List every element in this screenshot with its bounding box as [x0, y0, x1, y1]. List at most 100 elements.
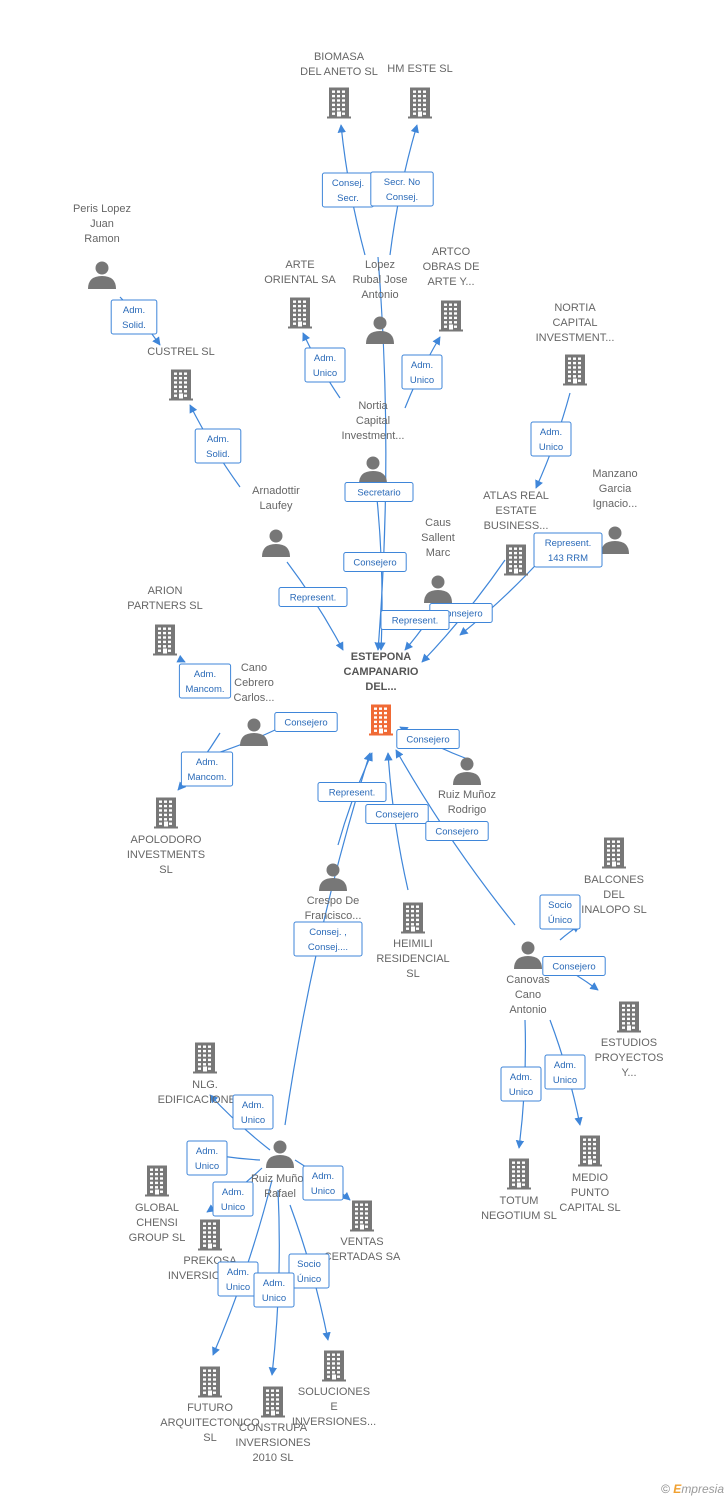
relation-label-rafael-futuro[interactable]: Adm.Unico — [217, 1261, 259, 1297]
relation-label-lopez-consejero[interactable]: Consejero — [343, 552, 407, 572]
relation-label-caus-represent[interactable]: Represent. — [380, 610, 450, 630]
node-label[interactable]: Nortia — [358, 400, 388, 412]
node-label[interactable]: BUSINESS... — [484, 520, 549, 532]
node-label[interactable]: CUSTREL SL — [147, 346, 214, 358]
relation-label-cano-consejero[interactable]: Consejero — [274, 712, 338, 732]
relation-label-rafael-global[interactable]: Adm.Unico — [186, 1140, 228, 1176]
building-icon[interactable] — [145, 1165, 169, 1197]
building-icon[interactable] — [602, 837, 626, 869]
relation-label-manzano-atlas[interactable]: Represent.143 RRM — [533, 532, 603, 568]
relation-label-cano-arion[interactable]: Adm.Mancom. — [178, 663, 232, 699]
node-label[interactable]: INVERSIONES... — [292, 1416, 376, 1428]
building-icon[interactable] — [563, 354, 587, 386]
relation-label-nortiainv-atlas[interactable]: Adm.Unico — [530, 421, 572, 457]
node-label[interactable]: Y... — [621, 1067, 636, 1079]
relation-label-rodrigo-consejero[interactable]: Consejero — [396, 729, 460, 749]
node-construpa[interactable]: CONSTRUPA INVERSIONES 2010 SL — [235, 1386, 311, 1465]
node-label[interactable]: ARTCO — [432, 246, 471, 258]
relation-label-rafael-ventas[interactable]: Adm.Unico — [302, 1165, 344, 1201]
node-label[interactable]: BALCONES — [584, 874, 644, 886]
person-icon[interactable] — [319, 863, 347, 892]
node-label[interactable]: Rubal Jose — [352, 274, 407, 286]
node-label[interactable]: 2010 SL — [253, 1452, 294, 1464]
node-label[interactable]: SL — [203, 1432, 216, 1444]
node-label[interactable]: Antonio — [361, 289, 398, 301]
node-label[interactable]: Cebrero — [234, 677, 274, 689]
building-icon[interactable] — [408, 87, 432, 119]
node-label[interactable]: DEL ANETO SL — [300, 66, 378, 78]
building-icon[interactable] — [153, 624, 177, 656]
node-label[interactable]: Carlos... — [234, 692, 275, 704]
node-label[interactable]: Garcia — [599, 483, 632, 495]
node-label[interactable]: Cano — [515, 989, 541, 1001]
node-label[interactable]: PARTNERS SL — [127, 600, 202, 612]
node-label[interactable]: Caus — [425, 517, 451, 529]
building-icon[interactable] — [154, 797, 178, 829]
node-label[interactable]: MEDIO — [572, 1172, 609, 1184]
node-label[interactable]: INVERSIONES — [235, 1437, 310, 1449]
node-label[interactable]: CHENSI — [136, 1217, 178, 1229]
node-label[interactable]: ARTE Y... — [427, 276, 474, 288]
node-label[interactable]: RESIDENCIAL — [376, 953, 449, 965]
node-label[interactable]: GROUP SL — [129, 1232, 186, 1244]
building-icon[interactable] — [198, 1219, 222, 1251]
person-icon[interactable] — [262, 529, 290, 558]
relation-label-rafael-consej[interactable]: Consej. ,Consej.... — [293, 921, 363, 957]
person-icon[interactable] — [424, 575, 452, 604]
node-estepona[interactable]: ESTEPONACAMPANARIODEL... — [344, 651, 419, 736]
node-label[interactable]: Laufey — [259, 500, 293, 512]
relation-label-lopez-biomasa[interactable]: Consej.Secr. — [321, 172, 375, 208]
node-label[interactable]: NLG. — [192, 1079, 218, 1091]
relation-label-canovas-consejero[interactable]: Consejero — [425, 821, 489, 841]
node-label[interactable]: TOTUM — [500, 1195, 539, 1207]
node-nlg[interactable]: NLG.EDIFICACIONES... — [158, 1042, 253, 1107]
relation-label-nortia-arte[interactable]: Adm.Unico — [304, 347, 346, 383]
building-icon[interactable] — [193, 1042, 217, 1074]
person-icon[interactable] — [359, 456, 387, 485]
building-icon[interactable] — [198, 1366, 222, 1398]
node-label[interactable]: ARION — [148, 585, 183, 597]
relation-label-crespo-represent[interactable]: Represent. — [317, 782, 387, 802]
node-label[interactable]: INALOPO SL — [581, 904, 646, 916]
person-icon[interactable] — [453, 757, 481, 786]
node-label[interactable]: Francisco... — [305, 910, 362, 922]
building-icon[interactable] — [401, 902, 425, 934]
node-label[interactable]: APOLODORO — [131, 834, 202, 846]
node-label[interactable]: Crespo De — [307, 895, 360, 907]
node-crespo[interactable]: Crespo De Francisco... — [305, 863, 362, 923]
node-label[interactable]: ESTATE — [495, 505, 536, 517]
building-icon[interactable] — [439, 300, 463, 332]
relation-label-rafael-prekosa[interactable]: Adm.Unico — [212, 1181, 254, 1217]
node-label[interactable]: VENTAS — [340, 1236, 383, 1248]
person-icon[interactable] — [88, 261, 116, 290]
node-label[interactable]: CAMPANARIO — [344, 666, 419, 678]
node-hm-este[interactable]: HM ESTE SL — [387, 63, 453, 119]
relation-label-canovas-totum[interactable]: Adm.Unico — [500, 1066, 542, 1102]
node-label[interactable]: CONSTRUPA — [239, 1422, 308, 1434]
node-label[interactable]: Marc — [426, 547, 451, 559]
person-icon[interactable] — [514, 941, 542, 970]
node-label[interactable]: Arnadottir — [252, 485, 300, 497]
node-nortia-inv[interactable]: NORTIACAPITALINVESTMENT... — [536, 302, 615, 386]
building-icon[interactable] — [169, 369, 193, 401]
person-icon[interactable] — [601, 526, 629, 555]
node-label[interactable]: PROYECTOS — [595, 1052, 664, 1064]
relation-label-canovas-medio[interactable]: Adm.Unico — [544, 1054, 586, 1090]
node-label[interactable]: GLOBAL — [135, 1202, 179, 1214]
node-arion[interactable]: ARION PARTNERS SL — [127, 585, 203, 656]
node-label[interactable]: Ramon — [84, 233, 119, 245]
node-label[interactable]: HEIMILI — [393, 938, 433, 950]
node-label[interactable]: ARQUITECTONICO — [160, 1417, 260, 1429]
node-global-chensi[interactable]: GLOBAL CHENSI GROUP SL — [129, 1165, 186, 1245]
node-label[interactable]: Lopez — [365, 259, 395, 271]
node-label[interactable]: Rodrigo — [448, 804, 487, 816]
node-label[interactable]: PUNTO — [571, 1187, 610, 1199]
node-label[interactable]: ORIENTAL SA — [264, 274, 336, 286]
